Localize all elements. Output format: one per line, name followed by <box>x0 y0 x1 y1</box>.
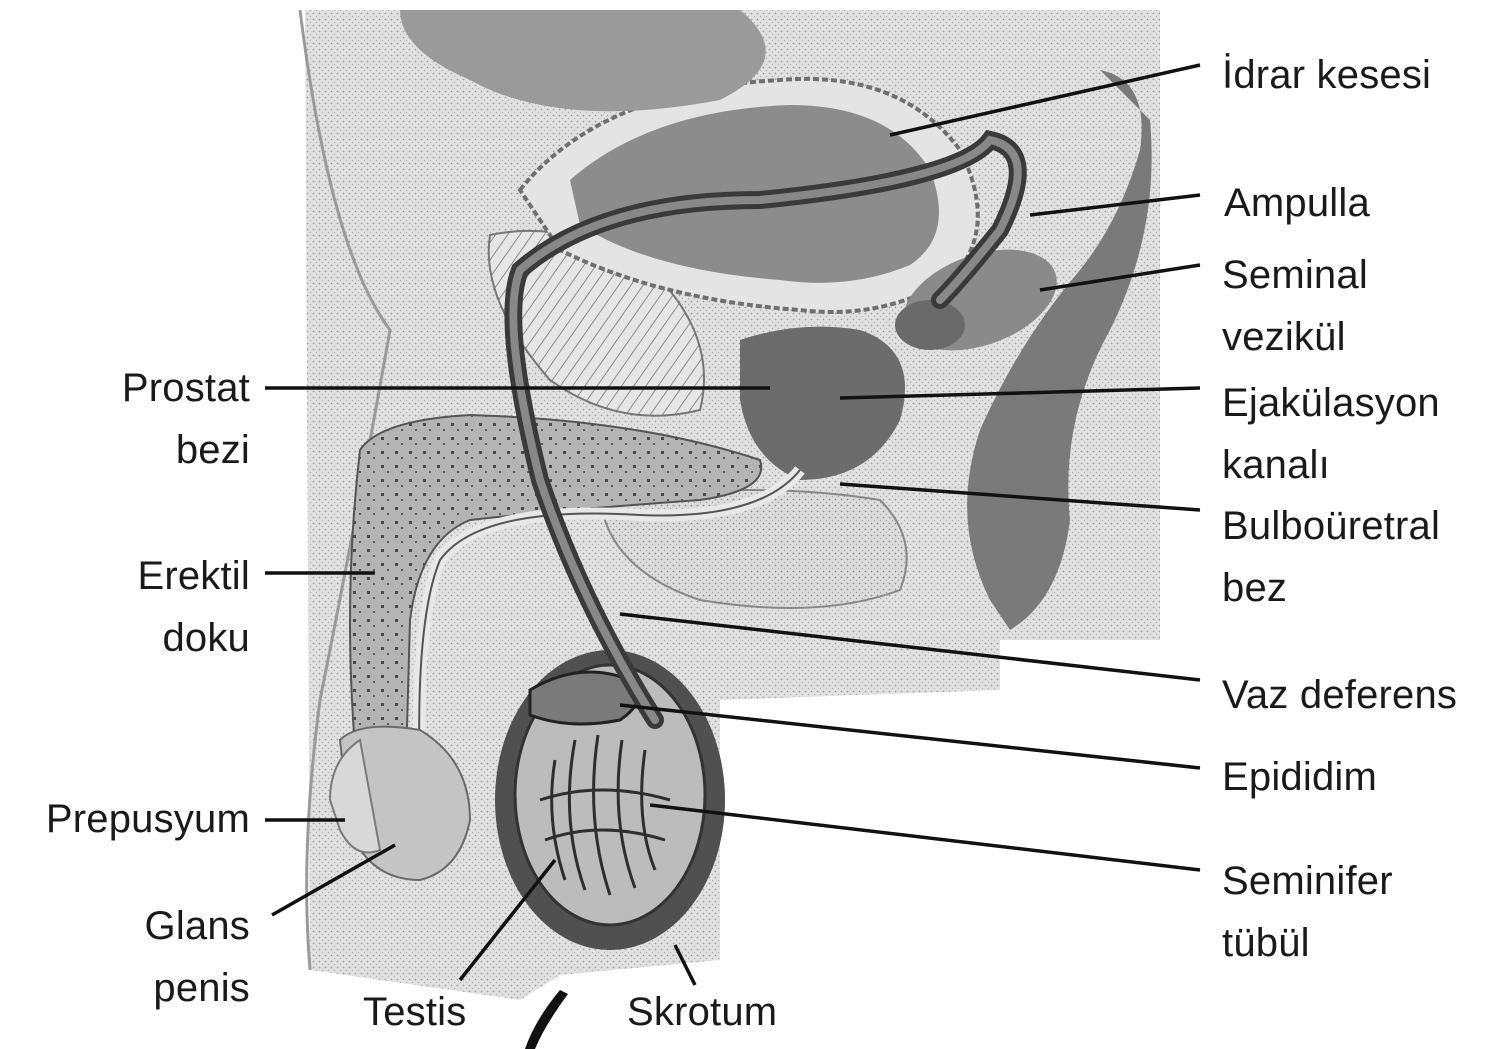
label-text: vezikül <box>1222 306 1368 368</box>
label-text: Seminal <box>1222 244 1368 306</box>
label-ejakulasyon-kanali: Ejakülasyon kanalı <box>1222 372 1440 496</box>
label-testis: Testis <box>363 981 466 1043</box>
label-prostat-bezi: Prostat bezi <box>122 357 250 481</box>
label-text: doku <box>137 607 250 669</box>
label-text: bez <box>1222 557 1440 619</box>
leader-seminifer <box>650 805 1200 870</box>
label-epididim: Epididim <box>1222 746 1377 808</box>
label-seminifer-tubul: Seminifer tübül <box>1222 850 1393 974</box>
label-text: Epididim <box>1222 746 1377 808</box>
label-text: bezi <box>122 419 250 481</box>
label-idrar-kesesi: İdrar kesesi <box>1222 44 1431 106</box>
label-text: kanalı <box>1222 434 1440 496</box>
label-text: Prepusyum <box>46 788 250 850</box>
label-text: tübül <box>1222 912 1393 974</box>
label-text: Ampulla <box>1224 172 1370 234</box>
label-vaz-deferens: Vaz deferens <box>1222 664 1457 726</box>
label-text: Prostat <box>122 357 250 419</box>
label-text: Testis <box>363 981 466 1043</box>
label-text: Vaz deferens <box>1222 664 1457 726</box>
label-text: İdrar kesesi <box>1222 44 1431 106</box>
label-bulbouretral-bez: Bulboüretral bez <box>1222 495 1440 619</box>
label-text: Seminifer <box>1222 850 1393 912</box>
label-text: penis <box>145 957 251 1019</box>
label-ampulla: Ampulla <box>1224 172 1370 234</box>
label-glans-penis: Glans penis <box>145 895 251 1019</box>
pointer-mark <box>525 990 568 1049</box>
label-text: Erektil <box>137 545 250 607</box>
label-text: Bulboüretral <box>1222 495 1440 557</box>
label-skrotum: Skrotum <box>627 981 777 1043</box>
label-seminal-vezikul: Seminal vezikül <box>1222 244 1368 368</box>
label-text: Glans <box>145 895 251 957</box>
label-prepusyum: Prepusyum <box>46 788 250 850</box>
label-text: Skrotum <box>627 981 777 1043</box>
label-text: Ejakülasyon <box>1222 372 1440 434</box>
label-erektil-doku: Erektil doku <box>137 545 250 669</box>
